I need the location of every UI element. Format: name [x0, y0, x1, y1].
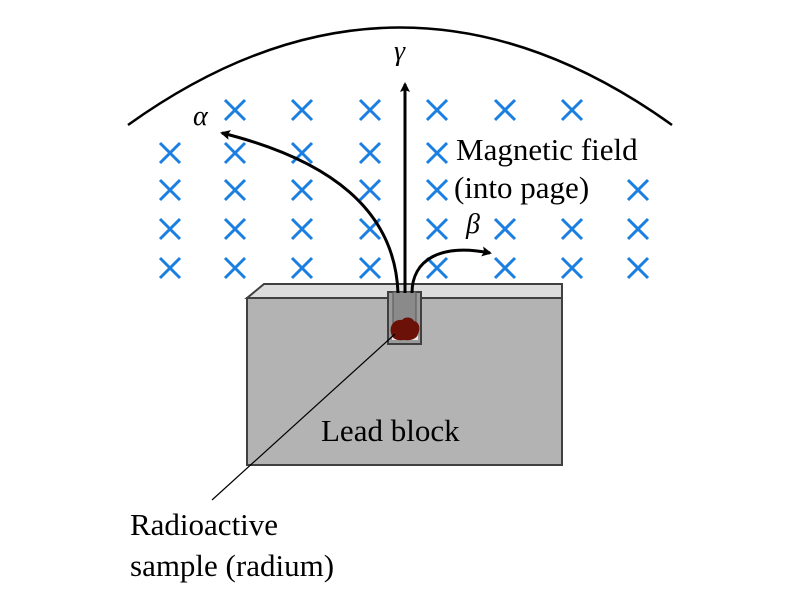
- field-cross-icon: [493, 217, 517, 241]
- lead-block: [244, 283, 563, 466]
- beta-ray-arrow: [410, 246, 492, 294]
- field-cross-icon: [158, 256, 182, 280]
- field-cross-icon: [560, 98, 584, 122]
- field-cross-icon: [626, 256, 650, 280]
- field-cross-icon: [290, 98, 314, 122]
- field-cross-icon: [223, 98, 247, 122]
- field-cross-icon: [290, 256, 314, 280]
- field-cross-icon: [223, 141, 247, 165]
- lead-block-label: Lead block: [321, 413, 460, 448]
- sample-leader-line: [211, 333, 396, 501]
- field-cross-icon: [223, 217, 247, 241]
- field-cross-icon: [358, 256, 382, 280]
- field-cross-icon: [358, 178, 382, 202]
- field-cross-icon: [223, 178, 247, 202]
- field-cross-icon: [493, 98, 517, 122]
- detector-arc: [127, 26, 673, 127]
- field-cross-icon: [358, 98, 382, 122]
- magnetic-field-direction-label: (into page): [454, 170, 589, 205]
- field-cross-icon: [626, 178, 650, 202]
- field-cross-icon: [425, 178, 449, 202]
- radioactive-sample-label: Radioactive: [130, 507, 278, 542]
- beta-label: β: [465, 209, 480, 240]
- field-cross-icon: [158, 141, 182, 165]
- magnetic-field-label: Magnetic field: [456, 132, 638, 167]
- field-cross-icon: [223, 256, 247, 280]
- alpha-label: α: [193, 101, 209, 132]
- field-cross-icon: [425, 256, 449, 280]
- field-cross-icon: [425, 98, 449, 122]
- field-cross-icon: [158, 178, 182, 202]
- field-cross-icon: [493, 256, 517, 280]
- field-cross-icon: [560, 256, 584, 280]
- gamma-label: γ: [394, 36, 406, 67]
- magnetic-field-crosses: [158, 98, 650, 280]
- field-cross-icon: [425, 141, 449, 165]
- field-cross-icon: [358, 141, 382, 165]
- field-cross-icon: [560, 217, 584, 241]
- field-cross-icon: [290, 178, 314, 202]
- radioactive-sample-sublabel: sample (radium): [130, 548, 334, 583]
- alpha-ray-arrow: [220, 130, 400, 294]
- field-cross-icon: [158, 217, 182, 241]
- field-cross-icon: [626, 217, 650, 241]
- field-cross-icon: [425, 217, 449, 241]
- field-cross-icon: [290, 217, 314, 241]
- radium-sample: [390, 317, 420, 341]
